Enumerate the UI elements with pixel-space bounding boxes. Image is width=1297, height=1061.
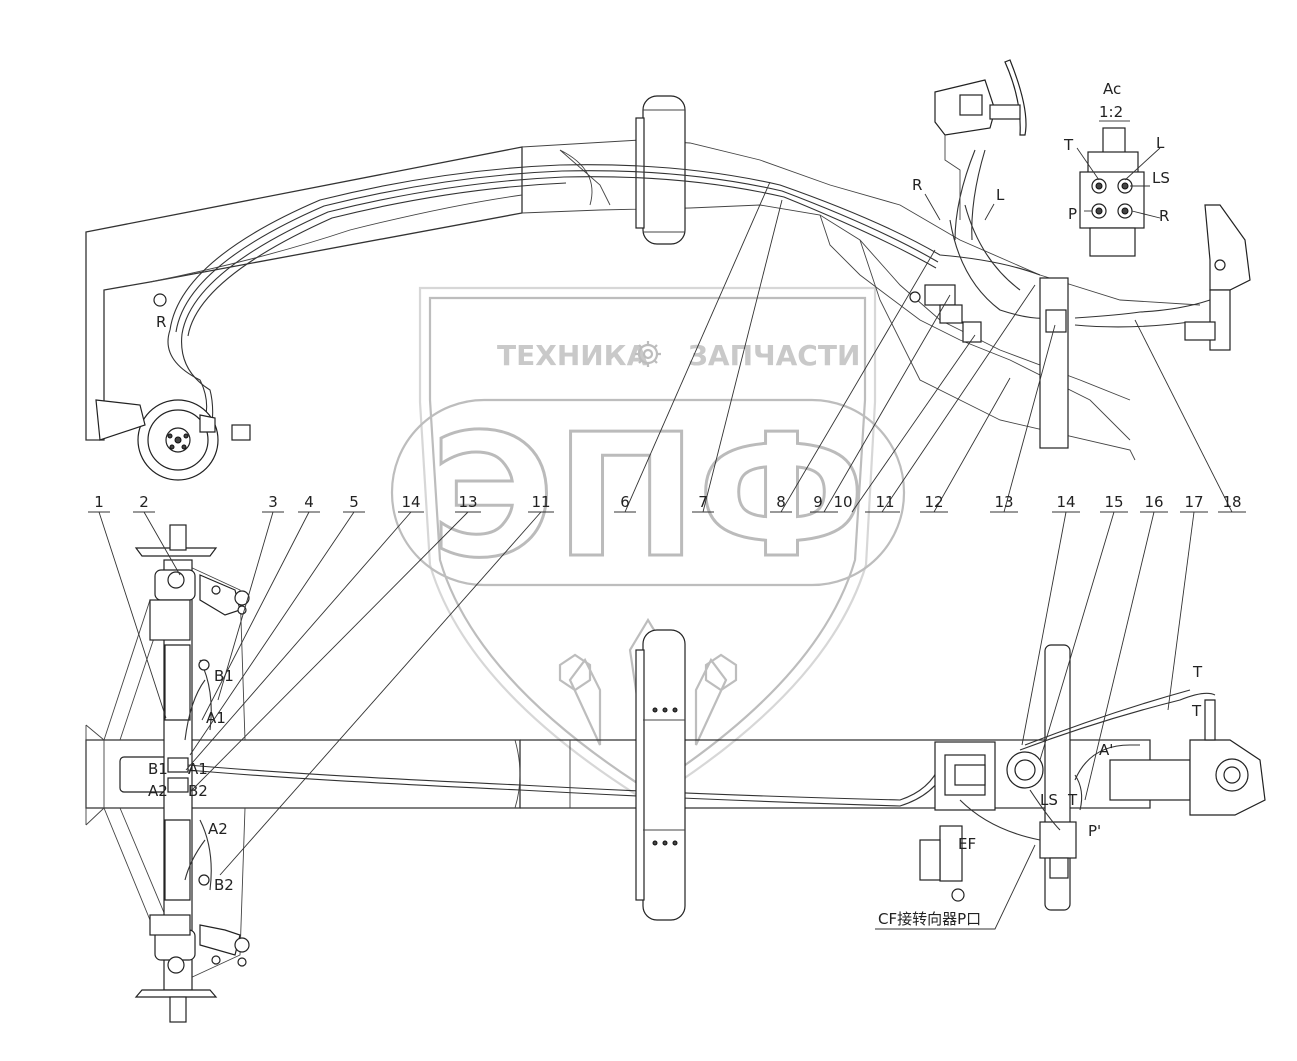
upper-hub	[95, 293, 251, 481]
callout-9: 9	[813, 493, 823, 511]
port-label-A1-lower: A1	[188, 760, 208, 778]
port-label-R-left: R	[156, 313, 166, 331]
detail-port-P: P	[1068, 205, 1077, 223]
detail-port-T: T	[1063, 136, 1074, 154]
lower-plan-view	[85, 524, 1266, 1023]
port-label-B2-lower: B2	[188, 782, 208, 800]
callout-13-left: 13	[458, 493, 477, 511]
port-label-T-top: T	[1192, 663, 1203, 681]
callout-4: 4	[304, 493, 314, 511]
watermark-brand: ЭПФ	[430, 398, 866, 596]
callout-14: 14	[1056, 493, 1075, 511]
callout-16: 16	[1144, 493, 1163, 511]
callout-1: 1	[94, 493, 104, 511]
port-label-EF: EF	[958, 835, 976, 853]
callout-5: 5	[349, 493, 359, 511]
port-label-B1-upper: B1	[214, 667, 234, 685]
port-label-T-second: T	[1191, 702, 1202, 720]
detail-port-LS: LS	[1152, 169, 1170, 187]
callout-numbers: 1 2 3 4 5 14 13 11 6 7 8 9 10 11 12 13 1…	[88, 181, 1246, 876]
watermark-text-left: ТЕХНИКА	[497, 339, 649, 372]
detail-title: Ac	[1103, 80, 1121, 98]
port-label-R-right: R	[912, 176, 922, 194]
lower-port-labels: B1 A1 B1 A1 A2 B2 A2 B2 T T A' LS T P' E…	[148, 663, 1203, 930]
port-label-P-prime: P'	[1088, 822, 1101, 840]
detail-view: Ac 1:2 T L LS P R	[1063, 80, 1170, 257]
callout-7: 7	[698, 493, 708, 511]
port-label-B2-bottom: B2	[214, 876, 234, 894]
upper-right-cylinder	[1184, 204, 1251, 351]
callout-11-left: 11	[531, 493, 550, 511]
rear-cylinder	[1109, 699, 1266, 816]
callout-8: 8	[776, 493, 786, 511]
callout-18: 18	[1222, 493, 1241, 511]
callout-2: 2	[139, 493, 149, 511]
callout-11: 11	[875, 493, 894, 511]
callout-10: 10	[833, 493, 852, 511]
port-label-A1-upper: A1	[206, 709, 226, 727]
watermark-text-right: ЗАПЧАСТИ	[688, 339, 860, 372]
port-label-LS: LS	[1040, 791, 1058, 809]
detail-port-R: R	[1159, 207, 1169, 225]
detail-port-L: L	[1156, 134, 1165, 152]
detail-scale: 1:2	[1099, 103, 1123, 121]
callout-15: 15	[1104, 493, 1123, 511]
steering-unit	[934, 59, 1027, 220]
callout-3: 3	[268, 493, 278, 511]
priority-valve	[934, 741, 1044, 811]
callout-17: 17	[1184, 493, 1203, 511]
valve-bank	[919, 825, 965, 902]
port-label-A-prime: A'	[1099, 741, 1113, 759]
watermark: ТЕХНИКА ЗАПЧАСТИ ЭПФ	[390, 286, 906, 804]
port-label-T-lower: T	[1067, 791, 1078, 809]
gear-icon	[635, 341, 661, 367]
callout-13: 13	[994, 493, 1013, 511]
upper-valves	[909, 277, 1069, 449]
port-label-A2-bottom: A2	[208, 820, 228, 838]
port-label-L: L	[996, 186, 1005, 204]
callout-14-left: 14	[401, 493, 420, 511]
callout-6: 6	[620, 493, 630, 511]
port-label-CF-note: CF接转向器P口	[878, 910, 981, 928]
port-label-B1-lower: B1	[148, 760, 168, 778]
callout-12: 12	[924, 493, 943, 511]
port-label-A2-lower: A2	[148, 782, 168, 800]
upper-side-view	[85, 59, 1251, 481]
